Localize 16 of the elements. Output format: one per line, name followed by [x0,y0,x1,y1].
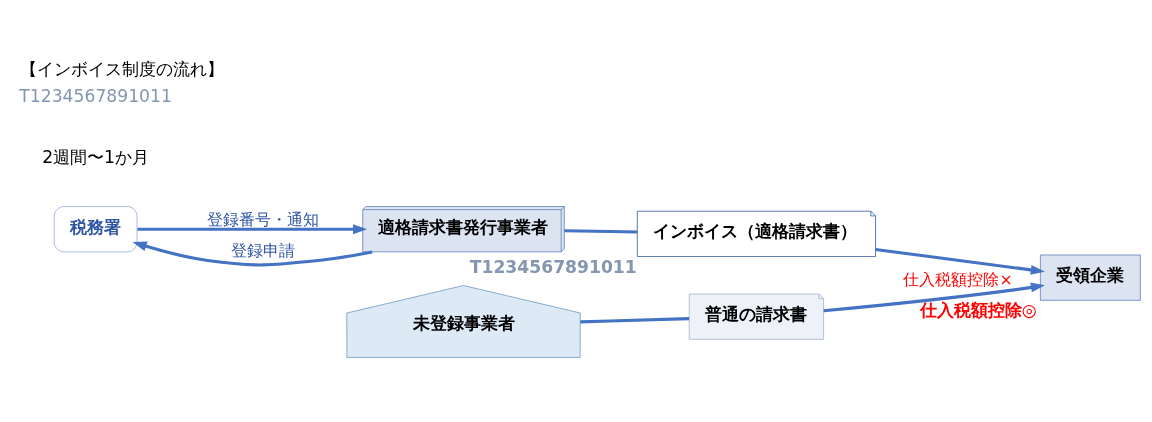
node-box: 受領企業 [1039,254,1141,301]
connector [564,228,638,234]
node-label: T1234567891011 [469,256,637,277]
label: T1234567891011 [19,85,172,106]
node-label: 仕入税額控除◎ [919,299,1037,320]
edge-label: 仕入税額控除× [903,270,1013,289]
node-box: 税務署 [53,205,138,252]
arrow [137,223,368,234]
arrow [875,247,1045,275]
arrow [132,241,373,266]
diagram-title: 【インボイス制度の流れ】 [20,58,225,79]
edge-label: 登録申請 [231,241,296,260]
arrow [823,282,1045,312]
edge-label: 登録番号・通知 [207,210,320,229]
label: 2週間〜1か月 [42,146,150,167]
connector [580,316,690,323]
